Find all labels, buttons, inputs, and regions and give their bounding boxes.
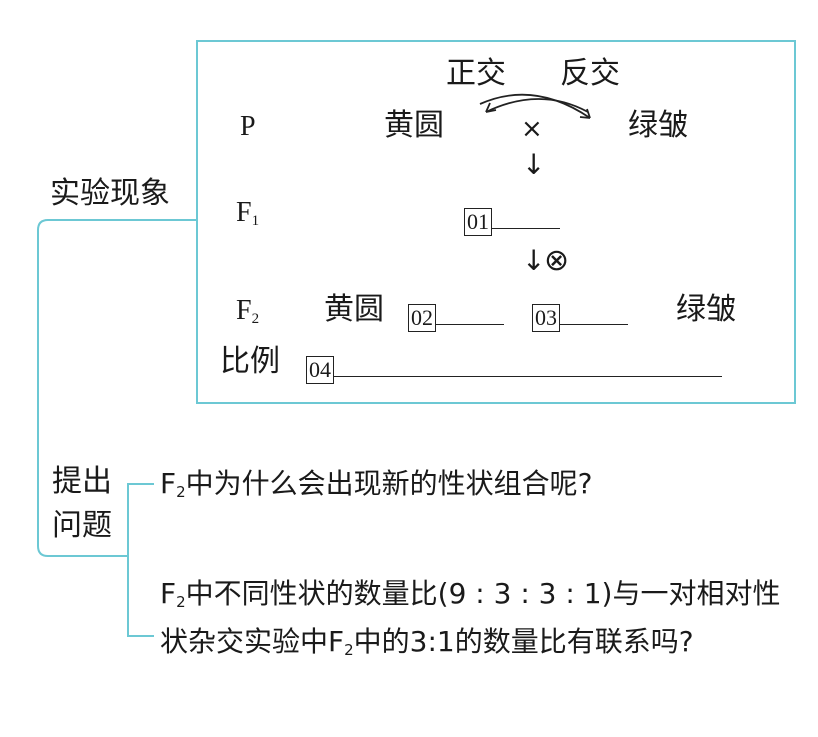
arrow-down-icon: ↓ [522, 148, 546, 181]
question-bracket-line [127, 483, 154, 637]
forward-cross-label: 正交 [446, 56, 506, 91]
ratio-answer-slot: 04 [306, 350, 722, 384]
f1-answer-slot: 01 [464, 202, 560, 236]
f2-answer-slot-02: 02 [408, 298, 504, 332]
answer-line-04[interactable] [334, 350, 722, 377]
answer-line-03[interactable] [560, 298, 628, 325]
forward-cross-arrow [485, 98, 589, 113]
p-generation-label: P [240, 111, 256, 142]
experiment-section-label: 实验现象 [50, 176, 170, 211]
cross-symbol: × [521, 114, 543, 144]
question-2: F2中不同性状的数量比(9 : 3 : 3 : 1)与一对相对性状杂交实验中F2… [160, 577, 781, 659]
question-section-label-2: 问题 [52, 508, 112, 543]
main-bracket-line [37, 219, 196, 557]
blank-number-01: 01 [464, 208, 492, 236]
reverse-arrowhead [579, 108, 591, 119]
experiment-box [196, 40, 796, 404]
answer-line-02[interactable] [436, 298, 504, 325]
blank-number-03: 03 [532, 304, 560, 332]
answer-line-01[interactable] [492, 202, 560, 229]
reverse-cross-arrow [479, 93, 591, 119]
f1-generation-label: F1 [236, 197, 260, 229]
reverse-cross-label: 反交 [560, 56, 620, 91]
p-green-wrinkled: 绿皱 [628, 108, 688, 143]
question-section-label-1: 提出 [52, 464, 112, 499]
f2-green-wrinkled: 绿皱 [676, 292, 736, 327]
arrow-down-icon: ↓ [522, 244, 546, 277]
question-1: F2中为什么会出现新的性状组合呢? [160, 467, 593, 501]
f2-generation-label: F2 [236, 295, 260, 327]
blank-number-04: 04 [306, 356, 334, 384]
forward-arrowhead [485, 102, 497, 113]
p-yellow-round: 黄圆 [384, 108, 444, 143]
blank-number-02: 02 [408, 304, 436, 332]
f2-yellow-round: 黄圆 [324, 292, 384, 327]
ratio-label: 比例 [220, 344, 280, 379]
selfing-icon: ⊗ [544, 243, 570, 278]
f2-answer-slot-03: 03 [532, 298, 628, 332]
